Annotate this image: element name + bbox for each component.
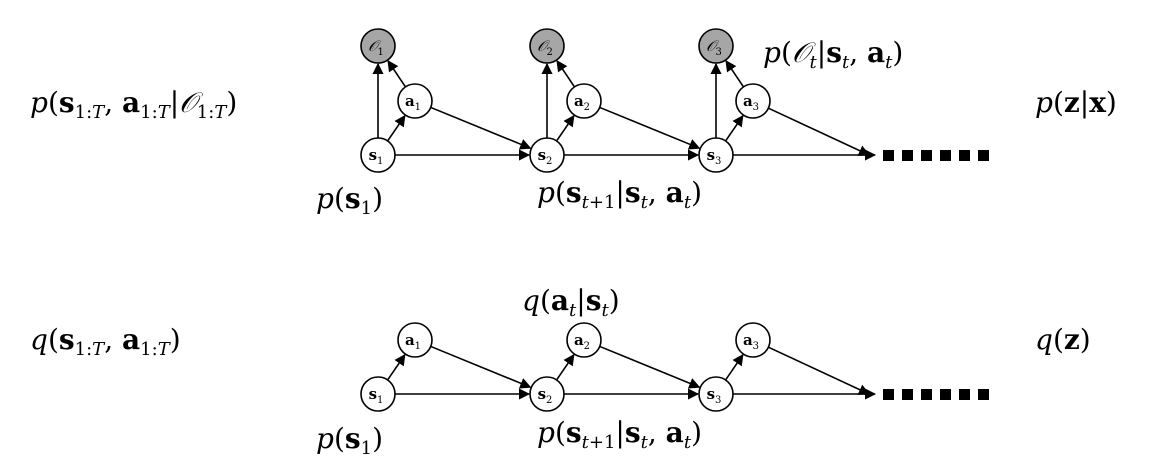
- optimality-node-1-circle: [360, 28, 396, 64]
- target-posterior-label: p(z|x): [1035, 86, 1117, 119]
- initial-state-label-bottom: p(s1): [316, 422, 383, 459]
- action-node-2: a2: [566, 322, 602, 358]
- optimality-edge-a3: [725, 60, 745, 88]
- sequence-continuation: [883, 389, 989, 400]
- state-node-2-circle: [529, 137, 565, 173]
- action-node-2-circle: [566, 83, 602, 119]
- transition-edge-a2: [599, 345, 701, 389]
- transition-label-bottom: p(st+1|st, at): [537, 416, 702, 453]
- action-node-1-circle: [397, 322, 433, 358]
- transition-edge-a3: [768, 346, 871, 395]
- state-node-3: s3: [698, 376, 734, 412]
- state-node-3-label: s3: [707, 146, 722, 167]
- transition-edge-a3: [768, 107, 871, 156]
- action-node-1-label: a1: [405, 92, 421, 113]
- action-node-3-label: a3: [743, 92, 759, 113]
- state-node-1-label: s1: [369, 385, 384, 406]
- ellipsis-dot: [978, 150, 989, 161]
- optimality-node-2: 𝒪2: [529, 28, 565, 64]
- action-node-3: a3: [735, 322, 771, 358]
- state-node-1: s1: [360, 376, 396, 412]
- ellipsis-dot: [959, 150, 970, 161]
- policy-label: q(at|st): [522, 284, 620, 321]
- ellipsis-dot: [978, 389, 989, 400]
- action-node-2: a2: [566, 83, 602, 119]
- initial-state-label-top: p(s1): [316, 182, 383, 219]
- optimality-node-3-circle: [698, 28, 734, 64]
- transition-edge-a2: [599, 106, 701, 150]
- transition-label-top: p(st+1|st, at): [537, 176, 702, 213]
- state-node-1-circle: [360, 137, 396, 173]
- ellipsis-dot: [940, 389, 951, 400]
- ellipsis-dot: [959, 389, 970, 400]
- action-node-3-circle: [735, 83, 771, 119]
- optimality-edge-a1: [387, 60, 407, 88]
- ellipsis-dot: [940, 150, 951, 161]
- ellipsis-dot: [902, 389, 913, 400]
- ellipsis-dot: [921, 389, 932, 400]
- action-node-1-circle: [397, 83, 433, 119]
- state-node-1-circle: [360, 376, 396, 412]
- policy-edge-1: [386, 353, 406, 381]
- optimality-node-2-circle: [529, 28, 565, 64]
- policy-edge-3: [724, 114, 744, 142]
- action-node-2-label: a2: [574, 331, 590, 352]
- policy-edge-2: [555, 353, 575, 381]
- state-node-1-label: s1: [369, 146, 384, 167]
- variational-label: q(s1:T, a1:T): [30, 323, 181, 360]
- state-node-3-circle: [698, 376, 734, 412]
- top-graphical-model: s1 a1 𝒪1 s2 a2 𝒪2 s3 a3 𝒪3: [360, 28, 989, 173]
- policy-edge-2: [555, 114, 575, 142]
- state-node-2: s2: [529, 376, 565, 412]
- action-node-2-circle: [566, 322, 602, 358]
- state-node-3-label: s3: [707, 385, 722, 406]
- state-node-2-label: s2: [538, 146, 553, 167]
- action-node-1: a1: [397, 83, 433, 119]
- action-node-3-label: a3: [743, 331, 759, 352]
- optimality-edge-a2: [556, 60, 576, 88]
- policy-edge-1: [386, 114, 406, 142]
- variational-z-label: q(z): [1035, 323, 1091, 356]
- action-node-2-label: a2: [574, 92, 590, 113]
- ellipsis-dot: [902, 150, 913, 161]
- ellipsis-dot: [883, 389, 894, 400]
- posterior-label: p(s1:T, a1:T|𝒪1:T): [30, 86, 237, 123]
- ellipsis-dot: [921, 150, 932, 161]
- state-node-3: s3: [698, 137, 734, 173]
- state-node-2-circle: [529, 376, 565, 412]
- state-node-1: s1: [360, 137, 396, 173]
- transition-edge-a1: [430, 345, 532, 389]
- action-node-1: a1: [397, 322, 433, 358]
- optimality-node-1: 𝒪1: [360, 28, 396, 64]
- action-node-3: a3: [735, 83, 771, 119]
- sequence-continuation: [883, 150, 989, 161]
- action-node-3-circle: [735, 322, 771, 358]
- bottom-graphical-model: s1 a1 s2 a2 s3 a3: [360, 322, 989, 412]
- optimality-node-3: 𝒪3: [698, 28, 734, 64]
- state-node-2-label: s2: [538, 385, 553, 406]
- action-node-1-label: a1: [405, 331, 421, 352]
- policy-edge-3: [724, 353, 744, 381]
- state-node-2: s2: [529, 137, 565, 173]
- ellipsis-dot: [883, 150, 894, 161]
- optimality-label: p(𝒪t|st, at): [763, 36, 903, 73]
- transition-edge-a1: [430, 106, 532, 150]
- state-node-3-circle: [698, 137, 734, 173]
